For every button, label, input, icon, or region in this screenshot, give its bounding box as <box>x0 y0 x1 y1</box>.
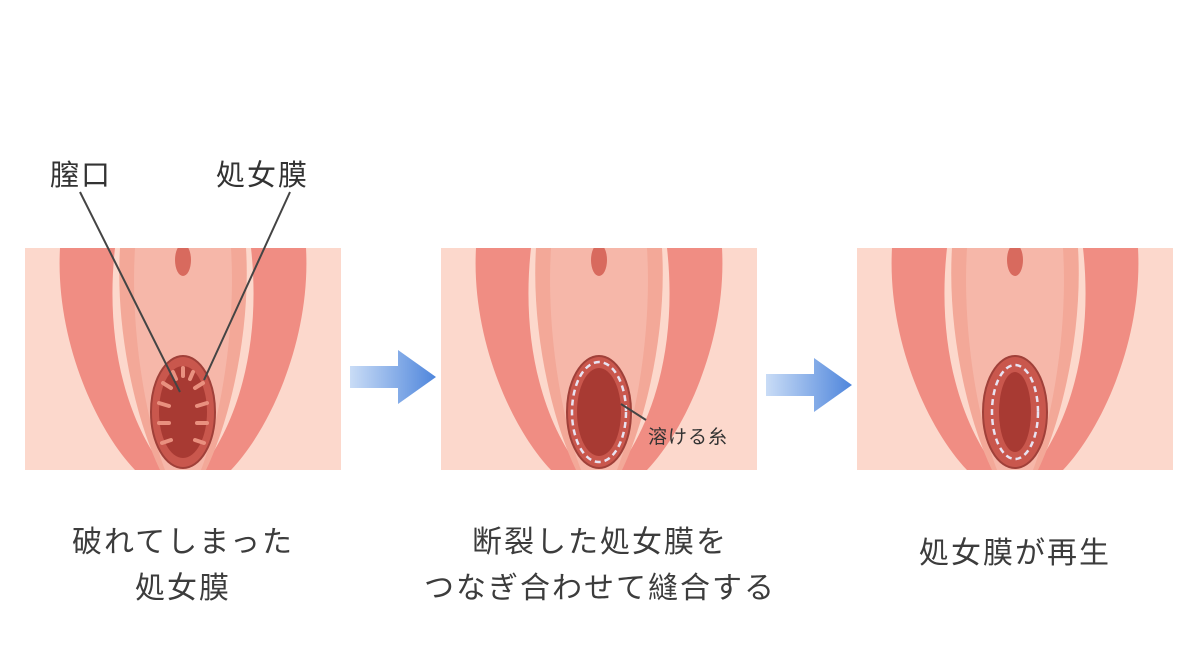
caption-step-2-line-1: 断裂した処女膜を <box>472 525 728 560</box>
panel-torn-hymen <box>25 248 341 470</box>
arrow-right-icon <box>766 358 852 412</box>
caption-step-3: 処女膜が再生 <box>919 536 1111 571</box>
torn-hymen-illustration <box>25 248 341 470</box>
suturing-illustration <box>441 248 757 470</box>
arrow-right-icon <box>350 350 436 404</box>
regenerated-hymen-illustration <box>857 248 1173 470</box>
hymen-pointer <box>203 191 291 381</box>
panel-suturing <box>441 248 757 470</box>
vaginal-opening-label: 膣口 <box>50 158 113 192</box>
caption-step-1: 破れてしまった 処女膜 <box>33 520 333 612</box>
caption-step-1-line-2: 処女膜 <box>135 571 231 606</box>
panel-regenerated <box>857 248 1173 470</box>
caption-step-2: 断裂した処女膜を つなぎ合わせて縫合する <box>400 520 800 612</box>
caption-step-1-line-1: 破れてしまった <box>72 525 294 560</box>
dissolving-thread-label: 溶ける糸 <box>648 426 729 448</box>
vaginal-opening-pointer <box>79 191 181 393</box>
hymen-label: 処女膜 <box>216 158 310 192</box>
caption-step-2-line-2: つなぎ合わせて縫合する <box>424 571 776 606</box>
